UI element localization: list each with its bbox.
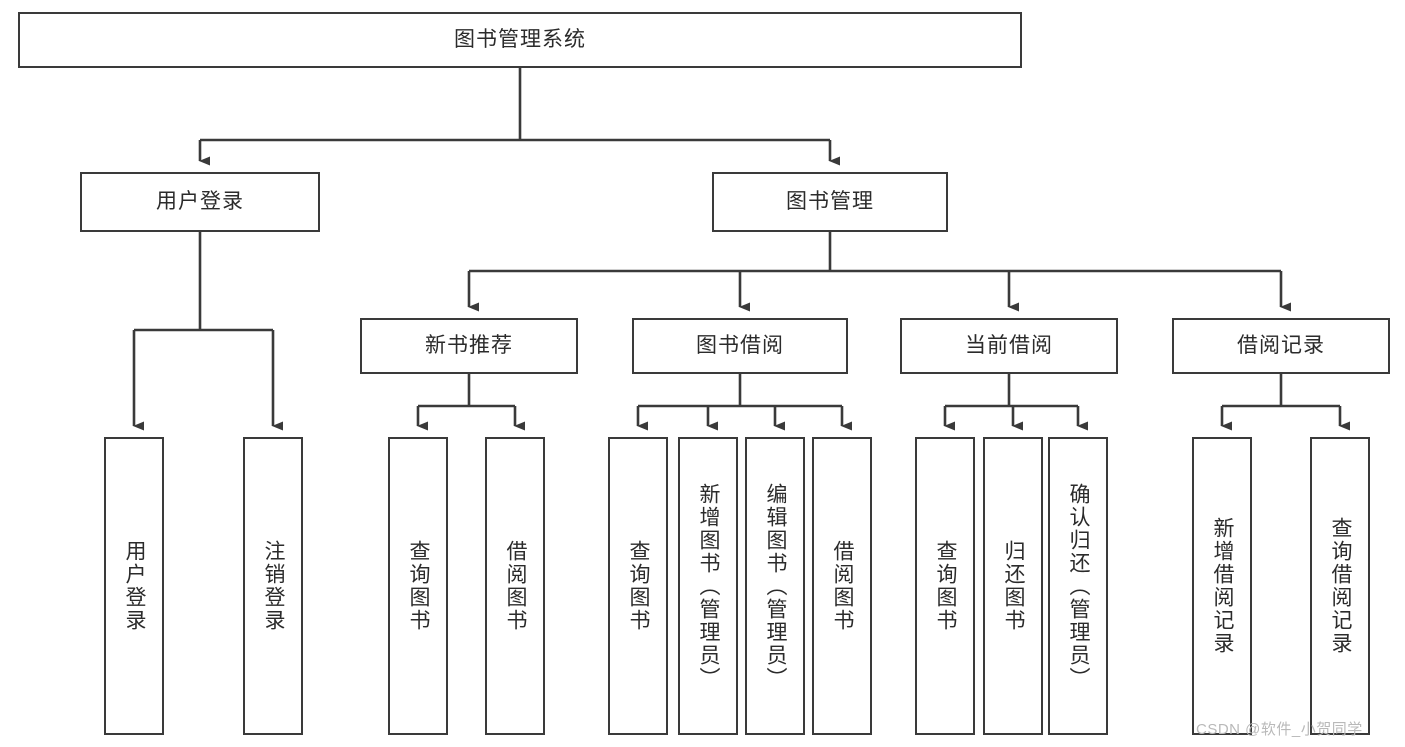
node-leaf8[interactable]: 借阅图书 <box>812 437 872 735</box>
node-label: 借阅图书 <box>504 540 527 632</box>
node-label: 查询图书 <box>407 540 430 632</box>
node-root[interactable]: 图书管理系统 <box>18 12 1022 68</box>
node-label: 编辑图书（管理员） <box>764 482 787 690</box>
node-label: 用户登录 <box>123 540 146 632</box>
node-l3a[interactable]: 新书推荐 <box>360 318 578 374</box>
node-l3b[interactable]: 图书借阅 <box>632 318 848 374</box>
node-leaf1[interactable]: 用户登录 <box>104 437 164 735</box>
node-leaf13[interactable]: 查询借阅记录 <box>1310 437 1370 735</box>
node-leaf12[interactable]: 新增借阅记录 <box>1192 437 1252 735</box>
node-label: 图书借阅 <box>696 334 784 358</box>
node-leaf5[interactable]: 查询图书 <box>608 437 668 735</box>
node-label: 查询图书 <box>627 540 650 632</box>
node-l3d[interactable]: 借阅记录 <box>1172 318 1390 374</box>
node-leaf7[interactable]: 编辑图书（管理员） <box>745 437 805 735</box>
node-leaf10[interactable]: 归还图书 <box>983 437 1043 735</box>
node-leaf6[interactable]: 新增图书（管理员） <box>678 437 738 735</box>
node-l2b[interactable]: 图书管理 <box>712 172 948 232</box>
node-l2a[interactable]: 用户登录 <box>80 172 320 232</box>
node-leaf11[interactable]: 确认归还（管理员） <box>1048 437 1108 735</box>
node-leaf3[interactable]: 查询图书 <box>388 437 448 735</box>
node-label: 新增借阅记录 <box>1211 517 1234 655</box>
node-label: 图书管理 <box>786 190 874 214</box>
node-label: 借阅记录 <box>1237 334 1325 358</box>
node-label: 借阅图书 <box>831 540 854 632</box>
node-label: 用户登录 <box>156 190 244 214</box>
node-l3c[interactable]: 当前借阅 <box>900 318 1118 374</box>
node-leaf9[interactable]: 查询图书 <box>915 437 975 735</box>
node-label: 图书管理系统 <box>454 28 586 52</box>
node-label: 新书推荐 <box>425 334 513 358</box>
node-label: 查询借阅记录 <box>1329 517 1352 655</box>
node-leaf4[interactable]: 借阅图书 <box>485 437 545 735</box>
node-label: 新增图书（管理员） <box>697 482 720 690</box>
node-leaf2[interactable]: 注销登录 <box>243 437 303 735</box>
node-label: 查询图书 <box>934 540 957 632</box>
node-label: 确认归还（管理员） <box>1067 482 1090 690</box>
node-label: 当前借阅 <box>965 334 1053 358</box>
node-label: 归还图书 <box>1002 540 1025 632</box>
node-label: 注销登录 <box>262 540 285 632</box>
